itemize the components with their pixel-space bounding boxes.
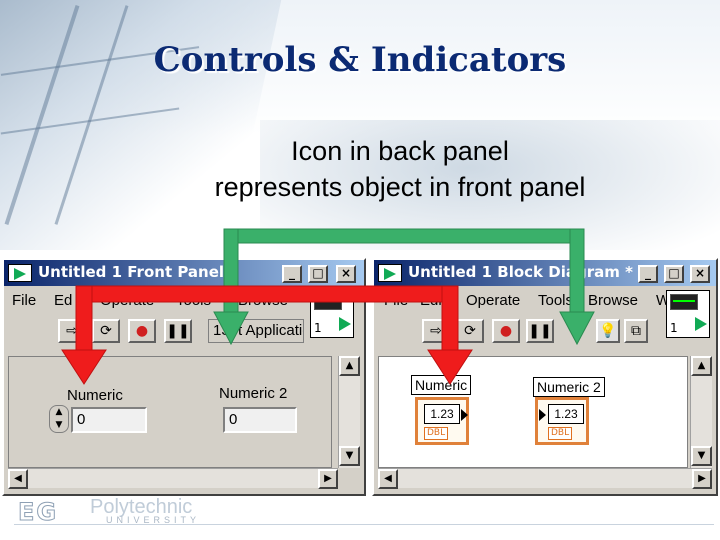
- green-arrow: [213, 228, 595, 346]
- minimize-button[interactable]: _: [638, 265, 658, 283]
- subtitle-line-2: represents object in front panel: [214, 172, 586, 202]
- vi-connector-icon[interactable]: 1: [666, 290, 710, 338]
- front-panel-canvas[interactable]: Numeric ▲▼ 0 Numeric 2 0: [8, 356, 332, 468]
- block-vertical-scrollbar[interactable]: ▲ ▼: [690, 356, 712, 468]
- numeric-increment-decrement[interactable]: ▲▼: [49, 405, 69, 433]
- numeric-control-terminal[interactable]: 1.23 DBL: [415, 397, 469, 445]
- menu-tools[interactable]: Tools: [538, 292, 574, 309]
- background-decoration: [0, 0, 720, 250]
- labview-vi-icon: [8, 264, 32, 282]
- numeric-2-terminal-value: 1.23: [548, 404, 584, 424]
- front-horizontal-scrollbar[interactable]: ◀ ▶: [8, 468, 338, 489]
- step-into-icon[interactable]: ⧉: [624, 319, 648, 343]
- scroll-up-icon[interactable]: ▲: [691, 356, 712, 376]
- polytechnic-logo: EG Polytechnic UNIVERSITY: [14, 496, 234, 528]
- scroll-down-icon[interactable]: ▼: [691, 446, 712, 466]
- labview-vi-icon: [378, 264, 402, 282]
- run-continuous-icon[interactable]: ⟳: [92, 319, 120, 343]
- scroll-up-icon[interactable]: ▲: [339, 356, 360, 376]
- front-panel-titlebar[interactable]: Untitled 1 Front Panel _ □ ×: [4, 260, 364, 286]
- numeric-terminal-label: Numeric: [411, 375, 472, 395]
- menu-browse[interactable]: Browse: [588, 292, 639, 309]
- logo-mark: EG: [17, 498, 59, 527]
- red-arrow: [61, 285, 473, 385]
- minimize-button[interactable]: _: [282, 265, 302, 283]
- close-button[interactable]: ×: [690, 265, 710, 283]
- scroll-right-icon[interactable]: ▶: [692, 469, 712, 489]
- menu-edit[interactable]: Ed: [54, 292, 73, 309]
- scroll-left-icon[interactable]: ◀: [8, 469, 28, 489]
- numeric-terminal-value: 1.23: [424, 404, 460, 424]
- slide-subtitle: Icon in back panel represents object in …: [140, 133, 660, 205]
- numeric-2-terminal-type: DBL: [548, 427, 573, 440]
- numeric-2-indicator-terminal[interactable]: 1.23 DBL: [535, 397, 589, 445]
- vi-number: 1: [670, 321, 678, 335]
- front-vertical-scrollbar[interactable]: ▲ ▼: [338, 356, 360, 468]
- highlight-execution-icon[interactable]: 💡: [596, 319, 620, 343]
- vi-number: 1: [314, 321, 322, 335]
- maximize-button[interactable]: □: [664, 265, 684, 283]
- numeric-control[interactable]: 0: [71, 407, 147, 433]
- output-arrow-icon: [461, 409, 468, 421]
- input-arrow-icon: [539, 409, 546, 421]
- maximize-button[interactable]: □: [308, 265, 328, 283]
- menu-operate[interactable]: Operate: [466, 292, 521, 309]
- scroll-left-icon[interactable]: ◀: [378, 469, 398, 489]
- numeric-2-indicator-label: Numeric 2: [219, 385, 288, 402]
- numeric-terminal-type: DBL: [424, 427, 449, 440]
- subtitle-line-1: Icon in back panel: [291, 136, 509, 166]
- footer-divider: [14, 524, 714, 525]
- block-horizontal-scrollbar[interactable]: ◀ ▶: [378, 468, 712, 489]
- pause-icon[interactable]: ❚❚: [164, 319, 192, 343]
- scroll-down-icon[interactable]: ▼: [339, 446, 360, 466]
- abort-icon[interactable]: ●: [128, 319, 156, 343]
- logo-name: Polytechnic: [90, 496, 193, 518]
- scroll-right-icon[interactable]: ▶: [318, 469, 338, 489]
- numeric-2-terminal-label: Numeric 2: [533, 377, 605, 397]
- menu-file[interactable]: File: [12, 292, 37, 309]
- numeric-2-indicator: 0: [223, 407, 297, 433]
- numeric-control-label: Numeric: [67, 387, 123, 404]
- front-panel-title: Untitled 1 Front Panel: [38, 263, 225, 281]
- logo-subtitle: UNIVERSITY: [106, 515, 201, 525]
- pause-icon[interactable]: ❚❚: [526, 319, 554, 343]
- abort-icon[interactable]: ●: [492, 319, 520, 343]
- slide-title: Controls & Indicators: [153, 40, 567, 80]
- close-button[interactable]: ×: [336, 265, 356, 283]
- block-diagram-canvas[interactable]: Numeric 1.23 DBL Numeric 2 1.23 DBL: [378, 356, 688, 468]
